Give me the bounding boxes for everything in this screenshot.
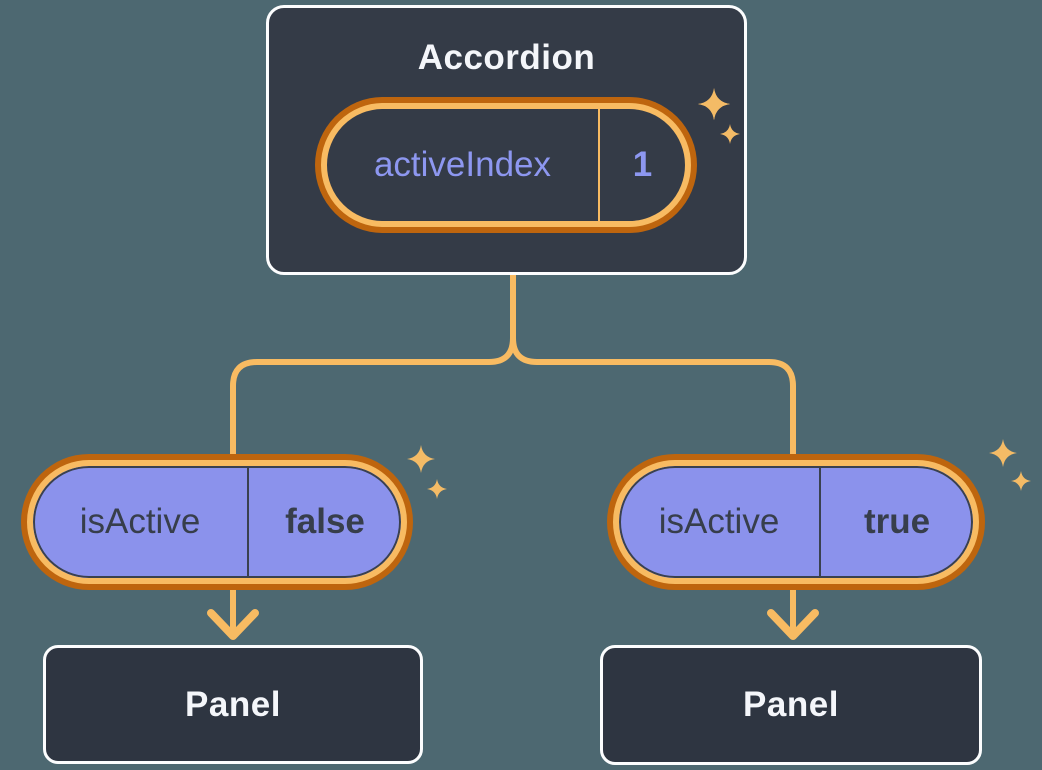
accordion-title: Accordion	[417, 38, 596, 77]
prop-pill-left-name: isActive	[79, 502, 201, 541]
prop-pill-left: isActive false	[27, 460, 407, 584]
state-pill-value: 1	[598, 109, 685, 221]
down-arrowhead-icon-left	[207, 609, 259, 640]
state-pill: activeIndex 1	[321, 103, 691, 227]
panel-box-left: Panel	[43, 645, 423, 764]
prop-pill-right: isActive true	[613, 460, 979, 584]
sparkle-icon-left-pill	[407, 445, 447, 499]
state-pill-name: activeIndex	[373, 145, 552, 184]
panel-box-right: Panel	[600, 645, 982, 765]
sparkle-icon-accordion	[698, 88, 740, 144]
panel-label-left: Panel	[185, 684, 281, 724]
sparkle-icon-right-pill	[989, 439, 1031, 491]
down-arrowhead-icon-right	[767, 609, 819, 640]
panel-label-right: Panel	[743, 685, 839, 724]
wire-right	[510, 272, 796, 631]
prop-pill-right-value: true	[819, 466, 973, 578]
prop-pill-left-value: false	[247, 466, 401, 578]
prop-pill-right-name: isActive	[658, 502, 780, 541]
